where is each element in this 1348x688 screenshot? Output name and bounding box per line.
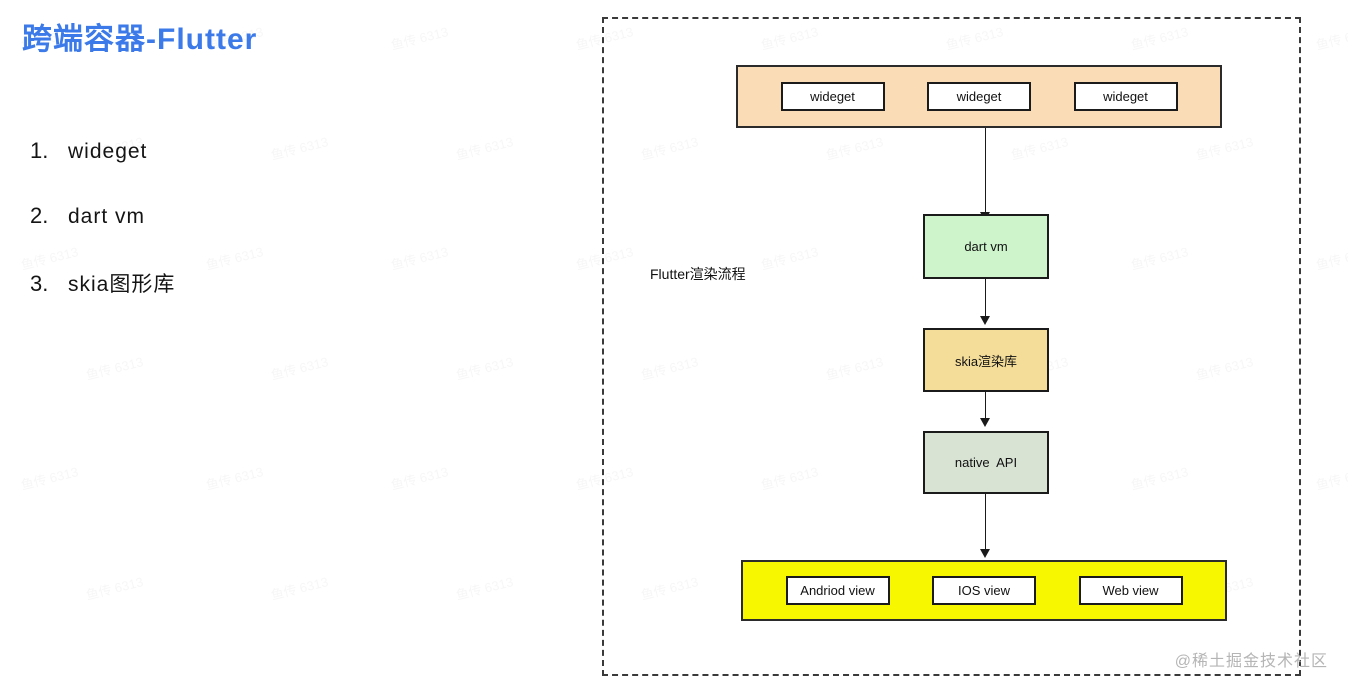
arrow-native-to-platform	[979, 494, 991, 558]
list-item-label: skia图形库	[68, 273, 176, 296]
widget-chip: wideget	[927, 82, 1031, 111]
watermark-tile: 鱼传 6313	[454, 134, 515, 163]
arrow-shaft	[984, 279, 986, 316]
flutter-render-flow-diagram: Flutter渲染流程 wideget wideget wideget dart…	[602, 17, 1301, 676]
list-item: 3. skia图形库	[30, 268, 175, 298]
widget-chip: wideget	[1073, 82, 1178, 111]
watermark-tile: 鱼传 6313	[1314, 464, 1348, 493]
widget-chip: wideget	[780, 82, 885, 111]
watermark-tile: 鱼传 6313	[84, 574, 145, 603]
platform-layer-bar: Andriod view IOS view Web view	[741, 560, 1227, 621]
list-item-number: 1.	[30, 138, 49, 163]
node-skia-render-lib: skia渲染库	[923, 328, 1049, 392]
watermark-tile: 鱼传 6313	[269, 354, 330, 383]
watermark-tile: 鱼传 6313	[454, 354, 515, 383]
list-item-label: dart vm	[68, 205, 146, 228]
node-native-api: native API	[923, 431, 1049, 494]
key-points-list: 1. wideget 2. dart vm 3. skia图形库	[30, 138, 175, 298]
arrow-head-icon	[980, 549, 990, 558]
arrow-shaft	[984, 128, 986, 212]
watermark-tile: 鱼传 6313	[269, 574, 330, 603]
watermark-tile: 鱼传 6313	[389, 464, 450, 493]
arrow-head-icon	[980, 316, 990, 325]
platform-chip-web: Web view	[1078, 576, 1183, 605]
list-item: 1. wideget	[30, 138, 175, 164]
watermark-tile: 鱼传 6313	[269, 134, 330, 163]
watermark-tile: 鱼传 6313	[204, 244, 265, 273]
platform-chip-android: Andriod view	[785, 576, 890, 605]
watermark-tile: 鱼传 6313	[19, 464, 80, 493]
watermark-tile: 鱼传 6313	[1314, 24, 1348, 53]
watermark-tile: 鱼传 6313	[204, 464, 265, 493]
widget-layer-bar: wideget wideget wideget	[736, 65, 1222, 128]
watermark-tile: 鱼传 6313	[454, 574, 515, 603]
arrow-dartvm-to-skia	[979, 279, 991, 325]
community-watermark: @稀土掘金技术社区	[1174, 653, 1328, 670]
list-item-number: 2.	[30, 203, 49, 228]
node-dart-vm: dart vm	[923, 214, 1049, 279]
list-item-label: wideget	[68, 140, 148, 163]
platform-chip-ios: IOS view	[932, 576, 1036, 605]
arrow-widgets-to-dartvm	[979, 128, 991, 221]
list-item-number: 3.	[30, 271, 49, 296]
page-title: 跨端容器-Flutter	[22, 23, 258, 56]
arrow-head-icon	[980, 418, 990, 427]
watermark-tile: 鱼传 6313	[84, 354, 145, 383]
arrow-shaft	[984, 494, 986, 549]
arrow-shaft	[984, 392, 986, 418]
watermark-tile: 鱼传 6313	[389, 244, 450, 273]
watermark-tile: 鱼传 6313	[1314, 244, 1348, 273]
list-item: 2. dart vm	[30, 203, 175, 229]
arrow-skia-to-native	[979, 392, 991, 427]
flow-label: Flutter渲染流程	[650, 266, 746, 282]
watermark-tile: 鱼传 6313	[389, 24, 450, 53]
